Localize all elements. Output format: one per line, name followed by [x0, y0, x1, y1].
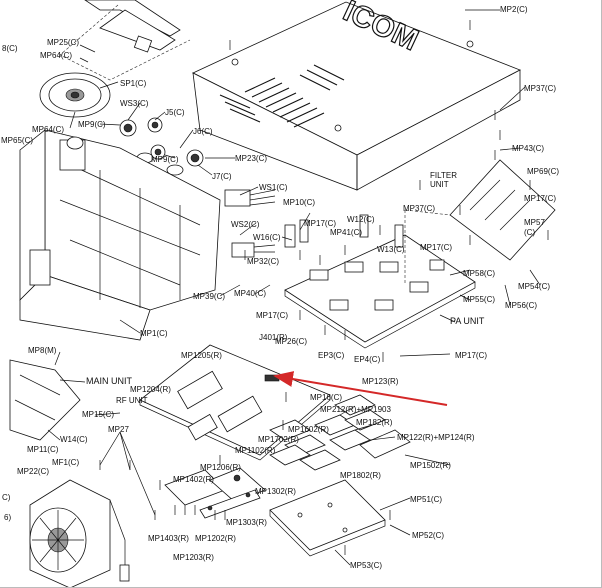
label-mp8: MP8(M)	[28, 346, 57, 355]
label-ws3: WS3(C)	[120, 99, 149, 108]
label-mp1302: MP1302(R)	[255, 487, 296, 496]
label-mp26: MP26(C)	[275, 337, 307, 346]
label-mp1502: MP1502(R)	[410, 461, 451, 470]
label-mp1702: MP1702(R)	[258, 435, 299, 444]
bottom-cover-mp51	[269, 479, 386, 557]
label-mp58: MP58(C)	[463, 269, 495, 278]
label-mp37b: MP37(C)	[403, 204, 435, 213]
label-mp69: MP69(C)	[527, 167, 559, 176]
label-mp212: MP212(R)+MP1903	[320, 405, 391, 414]
label-ws1: WS1(C)	[259, 183, 288, 192]
label-mp1206: MP1206(R)	[200, 463, 241, 472]
label-mp27: MP27	[108, 425, 129, 434]
annotation-arrow	[273, 371, 448, 406]
label-mp11: MP11(C)	[27, 445, 59, 454]
label-mp17b: MP17(C)	[420, 243, 452, 252]
label-edge-6: 6)	[4, 513, 11, 522]
label-mp25: MP25(C)	[47, 38, 79, 47]
label-mp9b: MP9(C)	[151, 155, 179, 164]
label-mp182: MP182(R)	[356, 418, 393, 427]
fan-mf1	[29, 479, 130, 588]
pa-unit-board	[284, 214, 476, 349]
label-w16: W16(C)	[253, 233, 281, 242]
label-mp17e: MP17(C)	[455, 351, 487, 360]
label-mp1204: MP1204(R)	[130, 385, 171, 394]
filter-unit	[404, 159, 556, 285]
label-mp122: MP122(R)+MP124(R)	[397, 433, 475, 442]
label-mp52: MP52(C)	[412, 531, 444, 540]
rail-brackets	[59, 0, 191, 81]
label-edge-8: 8(C)	[2, 44, 18, 53]
speaker-sp1	[39, 72, 111, 118]
label-mp39: MP39(C)	[193, 292, 225, 301]
label-ep3: EP3(C)	[318, 351, 345, 360]
label-mp10: MP10(C)	[283, 198, 315, 207]
label-sp1: SP1(C)	[120, 79, 147, 88]
label-mp9a: MP9(C)	[78, 120, 106, 129]
label-mp41: MP41(C)	[330, 228, 362, 237]
screws	[99, 20, 549, 555]
label-mp1802: MP1802(R)	[340, 471, 381, 480]
label-w13: W13(C)	[377, 245, 405, 254]
label-mp2: MP2(C)	[500, 5, 528, 14]
label-mp1303: MP1303(R)	[226, 518, 267, 527]
label-ep4: EP4(C)	[354, 355, 381, 364]
label-w12: W12(C)	[347, 215, 375, 224]
label-w14: W14(C)	[60, 435, 88, 444]
label-main-unit: MAIN UNIT	[86, 376, 133, 386]
label-mp17c: MP17(C)	[524, 194, 556, 203]
label-mp64a: MP64(C)	[40, 51, 72, 60]
label-filter-unit-2: UNIT	[430, 180, 449, 189]
label-mp40: MP40(C)	[234, 289, 266, 298]
label-mf1: MF1(C)	[52, 458, 79, 467]
label-mp123: MP123(R)	[362, 377, 399, 386]
label-j7: J7(C)	[212, 172, 232, 181]
label-mp43: MP43(C)	[512, 144, 544, 153]
label-mp55: MP55(C)	[463, 295, 495, 304]
label-mp53: MP53(C)	[350, 561, 382, 570]
label-mp1: MP1(C)	[140, 329, 168, 338]
label-mp1202: MP1202(R)	[195, 534, 236, 543]
label-j401: J401(R)	[259, 333, 288, 342]
label-mp16: MP16(C)	[310, 393, 342, 402]
label-mp64b: MP64(C)	[32, 125, 64, 134]
label-mp37a: MP37(C)	[524, 84, 556, 93]
label-mp65: MP65(C)	[1, 136, 33, 145]
label-mp1403: MP1403(R)	[148, 534, 189, 543]
label-rf-unit: RF UNIT	[116, 396, 148, 405]
label-edge-c: C)	[2, 493, 11, 502]
label-mp57a: MP57	[524, 218, 545, 227]
label-mp1102: MP1102(R)	[235, 446, 276, 455]
wire-connectors	[224, 189, 276, 258]
label-mp32: MP32(C)	[247, 257, 279, 266]
label-mp1602: MP1602(R)	[288, 425, 329, 434]
label-mp17a: MP17(C)	[304, 219, 336, 228]
shield-cans	[269, 394, 411, 471]
label-mp17f: MP17(C)	[256, 311, 288, 320]
label-mp51: MP51(C)	[410, 495, 442, 504]
label-mp1402: MP1402(R)	[173, 475, 214, 484]
label-mp56: MP56(C)	[505, 301, 537, 310]
label-mp15: MP15(C)	[82, 410, 114, 419]
top-cover-mp2: ICOM	[192, 0, 521, 191]
main-unit-board	[9, 359, 81, 441]
label-mp1203: MP1203(R)	[173, 553, 214, 562]
label-ws2: WS2(C)	[231, 220, 260, 229]
label-mp22: MP22(C)	[17, 467, 49, 476]
chassis-mp1	[19, 129, 221, 341]
label-j5: J5(C)	[165, 108, 185, 117]
label-mp57b: (C)	[524, 228, 535, 237]
label-mp54: MP54(C)	[518, 282, 550, 291]
label-filter-unit-1: FILTER	[430, 171, 457, 180]
part-labels: MP2(C) MP25(C) MP64(C) SP1(C) WS3(C) J5(…	[1, 5, 559, 570]
label-mp1205: MP1205(R)	[181, 351, 222, 360]
leader-lines	[47, 9, 541, 566]
label-j6: J6(C)	[193, 127, 213, 136]
label-mp23: MP23(C)	[235, 154, 267, 163]
label-pa-unit: PA UNIT	[450, 316, 485, 326]
